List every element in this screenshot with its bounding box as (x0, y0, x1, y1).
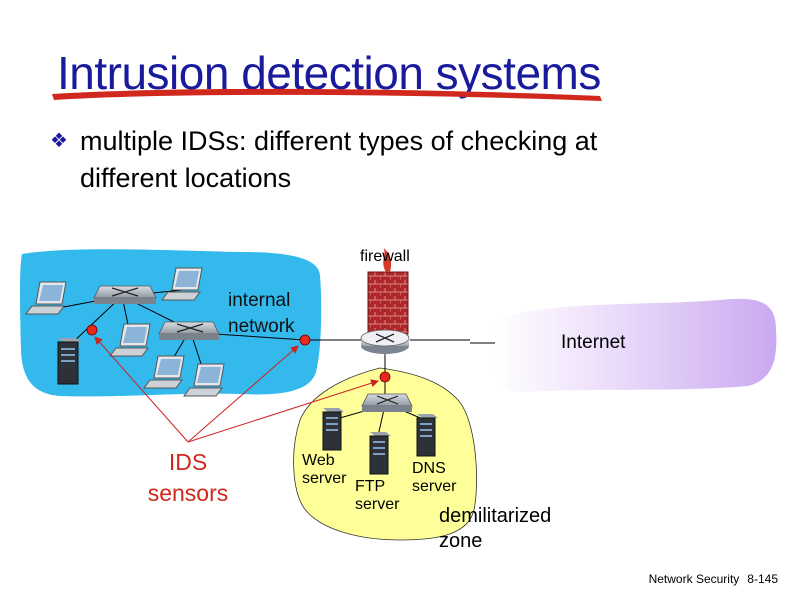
ftp-server-line-2: server (355, 496, 400, 513)
ids-arrow (187, 345, 299, 443)
dns-server-line-1: DNS (412, 460, 446, 477)
ids-sensors-label: IDS sensors (140, 447, 236, 509)
bullet-line-1: multiple IDSs: different types of checki… (80, 126, 598, 156)
internet-cloud (494, 298, 777, 392)
web-server-line-1: Web (302, 452, 335, 469)
web-server-icon (322, 408, 344, 451)
ids-sensor-dot (299, 334, 311, 346)
dmz-line-1: demilitarized (439, 505, 552, 527)
internal-network-label: internal network (228, 288, 295, 340)
switch-icon-internal-2 (158, 321, 220, 340)
internal-network-line-2: network (228, 316, 295, 337)
workstation-icon (183, 363, 225, 397)
dns-server-line-2: server (412, 478, 457, 495)
workstation-icon (25, 281, 67, 315)
bullet-line-2: different locations (80, 163, 292, 193)
web-server-line-2: server (302, 470, 347, 487)
internal-network-line-1: internal (228, 290, 291, 311)
switch-icon-dmz (361, 393, 413, 412)
workstation-icon (143, 355, 185, 389)
ftp-server-label: FTP server (355, 478, 399, 514)
workstation-icon (109, 323, 151, 357)
firewall-wall (367, 271, 409, 335)
footer: Network Security 8-145 (649, 572, 778, 586)
dmz-label: demilitarized zone (439, 504, 551, 554)
internet-label: Internet (561, 332, 626, 353)
bullet-text: multiple IDSs: different types of checki… (80, 123, 720, 197)
workstation-icon (161, 267, 203, 301)
ids-arrow (94, 336, 189, 443)
dmz-line-2: zone (439, 530, 483, 552)
ids-arrow (187, 379, 379, 443)
firewall-label: firewall (360, 248, 410, 265)
dns-server-label: DNS server (412, 460, 456, 496)
dns-server-icon (416, 414, 438, 457)
ftp-server-line-1: FTP (355, 478, 386, 495)
diamond-bullet-icon: ❖ (50, 130, 68, 152)
ftp-server-icon (369, 432, 391, 475)
server-icon-internal (57, 338, 82, 385)
firewall-flame-icon (383, 248, 392, 272)
web-server-label: Web server (302, 452, 346, 488)
switch-icon-internal-1 (93, 285, 157, 304)
ids-sensor-dot (86, 324, 98, 336)
router-icon (360, 329, 410, 354)
ids-sensors-line-1: IDS (168, 449, 208, 475)
page-number: 8-145 (747, 572, 778, 586)
footer-course: Network Security (648, 572, 740, 586)
title-underline (52, 88, 602, 101)
ids-sensors-line-2: sensors (147, 480, 229, 506)
ids-sensor-dot (379, 371, 391, 383)
